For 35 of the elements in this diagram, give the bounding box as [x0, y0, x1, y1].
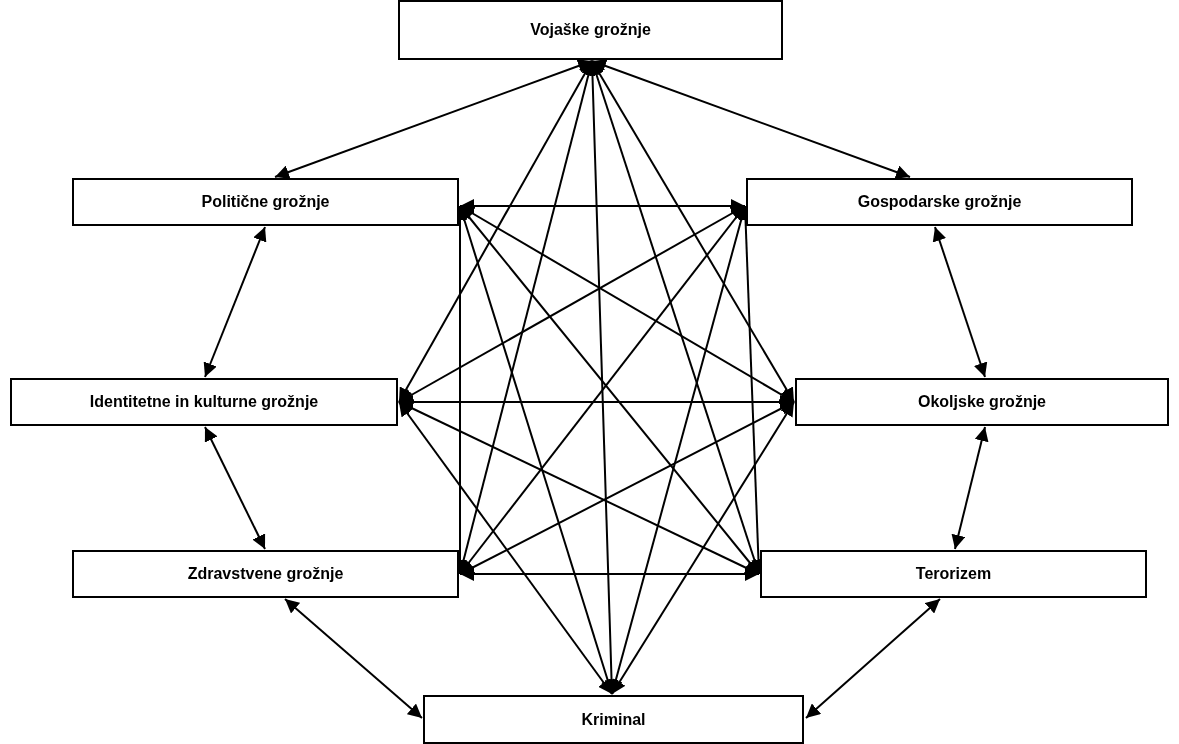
threat-box	[746, 178, 1133, 226]
threat-box	[760, 550, 1147, 598]
threat-box	[72, 550, 459, 598]
arrow	[398, 401, 613, 695]
box-label: Zdravstvene grožnje	[187, 565, 344, 583]
arrow	[459, 205, 795, 403]
threat-box	[423, 695, 804, 744]
arrow	[591, 59, 911, 179]
box-label: Gospodarske grožnje	[857, 193, 1022, 211]
arrow	[611, 401, 795, 695]
threat-box	[72, 178, 459, 226]
arrow	[398, 401, 760, 575]
threat-box	[10, 378, 398, 426]
threat-box	[398, 0, 783, 60]
arrow	[284, 598, 423, 719]
arrow	[951, 426, 989, 550]
box-label: Politične grožnje	[201, 193, 330, 211]
arrow	[398, 395, 795, 409]
arrow	[459, 567, 760, 581]
arrow	[274, 59, 593, 179]
threat-box	[795, 378, 1169, 426]
box-label: Kriminal	[581, 710, 646, 729]
arrow	[591, 60, 795, 403]
box-label: Vojaške grožnje	[530, 21, 651, 39]
arrow	[459, 199, 746, 213]
arrow	[204, 426, 266, 550]
box-label: Identitetne in kulturne grožnje	[89, 393, 319, 411]
arrow	[932, 226, 988, 378]
arrow	[398, 205, 746, 403]
box-label: Terorizem	[915, 565, 992, 583]
arrow	[398, 60, 593, 403]
arrow	[805, 598, 941, 719]
arrow	[203, 226, 267, 378]
arrow	[459, 401, 795, 575]
box-label: Okoljske grožnje	[917, 393, 1046, 411]
